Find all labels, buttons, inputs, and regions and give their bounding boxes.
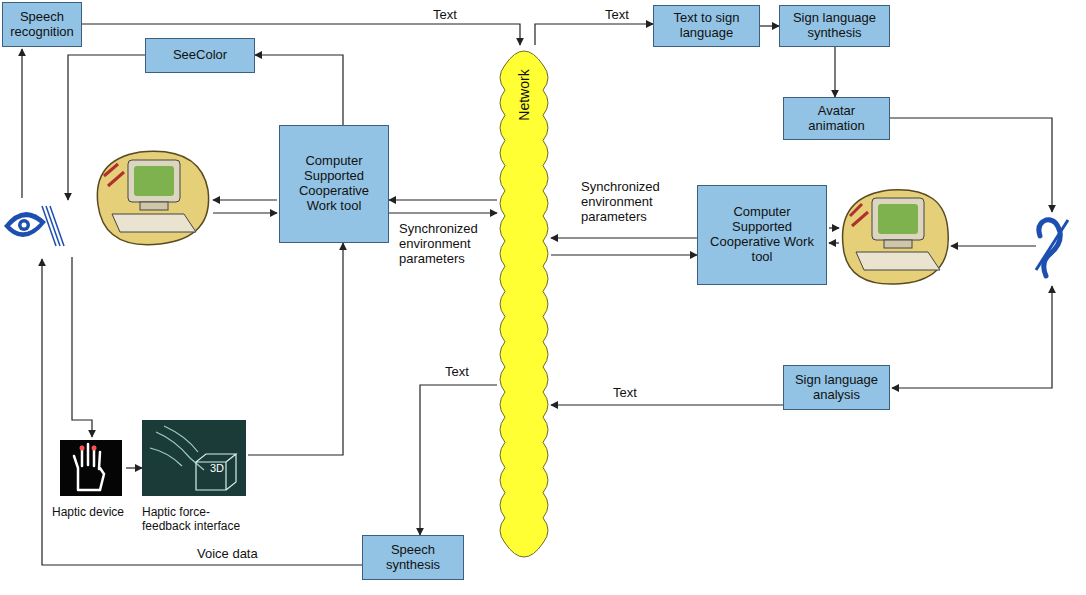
connector [551, 404, 783, 405]
keyboard [856, 252, 940, 270]
wire [892, 286, 1052, 388]
keyboard [112, 214, 196, 232]
picture-ground [60, 440, 122, 496]
connector [535, 24, 653, 45]
wire [951, 245, 1036, 246]
slash [1036, 220, 1068, 270]
connector [551, 254, 697, 255]
edge-label: Text [432, 8, 458, 23]
network-cloud: Network [497, 45, 551, 563]
node-text: Sign language synthesis [785, 11, 884, 41]
wire [213, 212, 277, 213]
eye-pupil [18, 219, 30, 231]
picture-caption: Haptic device [52, 506, 126, 520]
wire [21, 49, 22, 198]
pencils [850, 204, 868, 226]
process-box: SeeColor [145, 38, 255, 73]
process-box: Speech recognition [2, 2, 82, 47]
device-picture: Haptic force-feedback interface [142, 420, 248, 534]
process-box: Computer Supported Cooperative Work tool [697, 185, 827, 285]
node-text: Avatar animation [789, 104, 884, 134]
annotation-label: 3D [210, 462, 224, 475]
connector [834, 47, 835, 97]
process-box: Text to sign language [653, 5, 760, 47]
screen [878, 204, 918, 234]
process-box: Sign language synthesis [779, 5, 890, 47]
edge-label: Text [444, 365, 470, 380]
device-picture: Haptic device [52, 440, 126, 520]
node-text: SeeColor [173, 48, 227, 63]
edge-label: Text [612, 386, 638, 401]
sensor [92, 446, 97, 451]
eye-stripes [42, 206, 64, 246]
process-box: Sign language analysis [783, 365, 890, 410]
node-text: Text to sign language [659, 11, 754, 41]
haptic-device-picture [60, 440, 122, 496]
wire [72, 257, 92, 437]
picture-caption: Haptic force-feedback interface [142, 506, 248, 534]
eye-glint [22, 223, 27, 228]
haptic-interface-picture [142, 420, 246, 496]
stripe [46, 206, 60, 246]
edge-label: Synchronized environment parameters [580, 180, 690, 225]
computer-clipart [843, 190, 949, 284]
node-text: Speech synthesis [368, 543, 458, 573]
cloud-shape [500, 51, 548, 557]
flow-wires [22, 49, 1052, 565]
node-text: Computer Supported Cooperative Work tool [285, 154, 383, 214]
node-text: Speech recognition [8, 10, 76, 40]
sensor [80, 446, 85, 451]
connector [126, 467, 142, 468]
hand [74, 444, 104, 490]
computer-clipart [97, 151, 208, 244]
process-box: Avatar animation [783, 97, 890, 140]
edge-label: Synchronized environment parameters [398, 222, 498, 267]
connector [420, 385, 497, 535]
connector [389, 199, 497, 200]
connector [760, 25, 779, 26]
cloud-outline [497, 45, 551, 563]
connector [551, 237, 697, 238]
node-text: Sign language analysis [789, 373, 884, 403]
wire [42, 259, 362, 565]
splash [843, 190, 949, 284]
annotation-label: Voice data [196, 547, 259, 562]
cube [196, 454, 236, 490]
deaf-ear-icon [1036, 220, 1068, 276]
eye-outline [4, 212, 46, 237]
picture-ground [142, 420, 246, 496]
screen [134, 166, 174, 196]
stand [140, 202, 168, 210]
splash [97, 151, 208, 244]
wire [829, 227, 839, 228]
monitor [872, 198, 924, 240]
node-text: Computer Supported Cooperative Work tool [703, 205, 821, 265]
eye-icon [4, 206, 64, 246]
pencils [104, 164, 124, 186]
process-box: Speech synthesis [362, 535, 464, 580]
stand [884, 240, 912, 248]
stripe [42, 206, 56, 246]
connector [255, 55, 343, 125]
edge-label: Text [604, 8, 630, 23]
node-text: Network [516, 69, 532, 120]
connector [248, 243, 343, 455]
connector [389, 212, 497, 213]
process-box: Computer Supported Cooperative Work tool [279, 125, 389, 243]
eye-white [10, 217, 40, 232]
stripe [50, 206, 64, 246]
monitor [128, 160, 180, 202]
wire [213, 199, 277, 200]
wire [829, 242, 839, 243]
